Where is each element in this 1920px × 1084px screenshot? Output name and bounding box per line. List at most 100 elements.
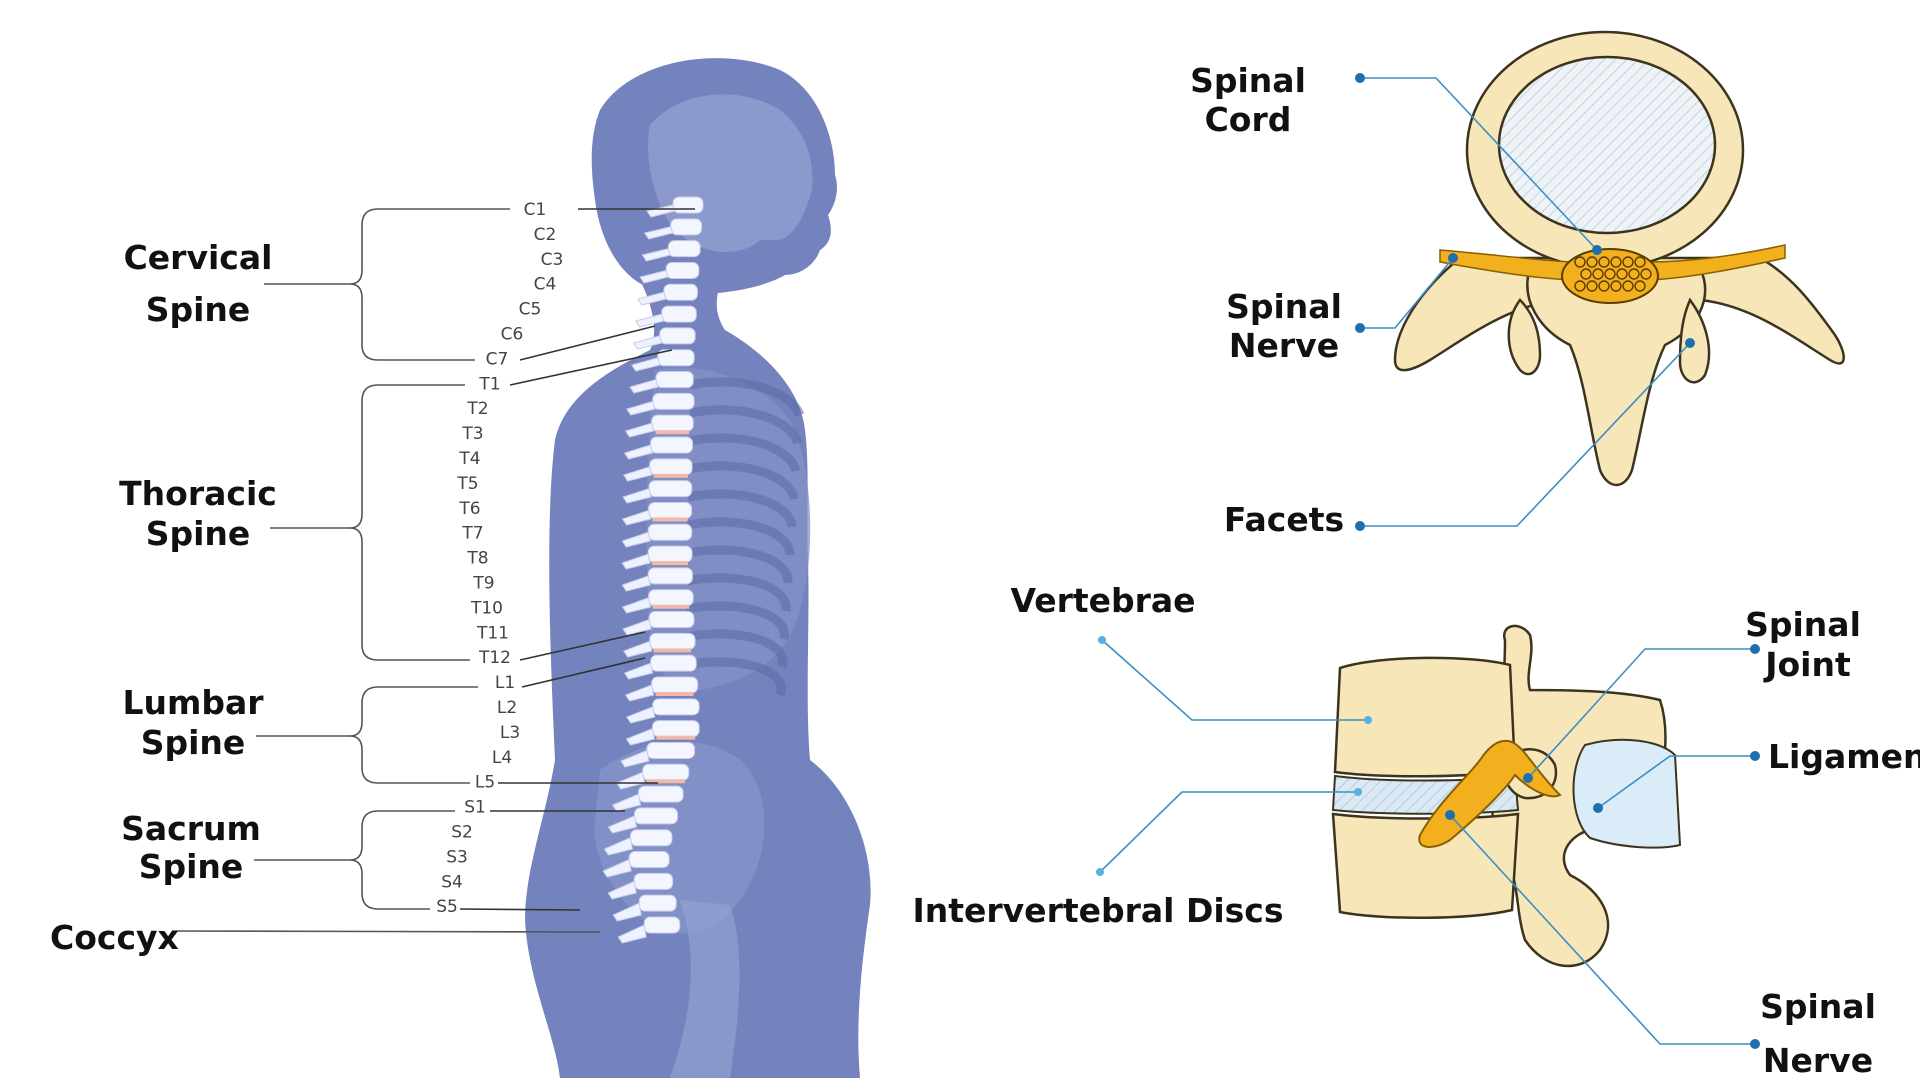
vertebra-label-l4: L4: [492, 748, 512, 768]
side-view-leaders: [1096, 636, 1760, 1049]
cord-fiber: [1604, 268, 1616, 280]
cord-fiber: [1622, 280, 1634, 292]
spinous-process: [630, 357, 661, 372]
spinous-process: [615, 771, 646, 790]
cord-fiber: [1586, 280, 1598, 292]
cervical-label-line2: Spine: [146, 290, 251, 329]
discs-leader: [1099, 791, 1358, 873]
vertebra-bone: [649, 632, 696, 650]
vertebrae-dot-right: [1364, 716, 1372, 724]
vertebra-bone: [642, 763, 690, 781]
spinous-process: [621, 553, 651, 570]
disc-highlight: [646, 779, 685, 784]
ligament-dot-left: [1593, 803, 1603, 813]
t12-leader: [519, 631, 646, 661]
rib: [684, 629, 788, 669]
lumbar-label-line1: Lumbar: [122, 683, 264, 722]
left-facet: [1507, 298, 1542, 376]
vertebra-bone: [648, 480, 693, 498]
disc-highlight: [653, 648, 692, 653]
vertebra-bone: [650, 654, 697, 672]
vertebra-bone: [651, 414, 694, 432]
vertebra-bone: [647, 567, 693, 585]
vertebra-bone: [647, 545, 693, 563]
region-labels: Cervical Spine Thoracic Spine Lumbar Spi…: [50, 238, 277, 957]
disc-highlight: [653, 473, 689, 478]
ligament-dot-right: [1750, 751, 1760, 761]
vertebra-bone: [646, 741, 696, 759]
facets-label: Facets: [1224, 500, 1344, 539]
vertebra-bone: [650, 436, 694, 454]
thoracic-label-line2: Spine: [146, 514, 251, 553]
spinal-nerve-side-dot-right: [1750, 1039, 1760, 1049]
lower-vertebral-body: [1331, 812, 1520, 919]
spinal-nerve-side-label-line2: Nerve: [1763, 1041, 1873, 1080]
spinous-process: [607, 815, 638, 834]
vertebra-labels: C1C2C3C4C5C6C7T1T2T3T4T5T6T7T8T9T10T11T1…: [436, 200, 563, 917]
vertebra-label-c2: C2: [534, 225, 557, 245]
vertebra-bone: [648, 589, 694, 607]
ligament-label: Ligament: [1768, 737, 1920, 776]
spinous-process: [612, 902, 642, 922]
spinous-process: [622, 618, 652, 636]
vertebrae-leader: [1101, 639, 1368, 721]
vertebra-bone: [651, 676, 699, 694]
vertebra-label-s3: S3: [446, 847, 468, 867]
spinous-process: [632, 335, 663, 350]
rib: [689, 377, 805, 418]
sacrum-label-line2: Spine: [139, 847, 244, 886]
cord-fiber: [1634, 256, 1646, 268]
spinous-process: [639, 269, 669, 284]
discs-dot-right: [1354, 788, 1362, 796]
spinal-joint-dot-right: [1750, 644, 1760, 654]
cord-fiber: [1628, 268, 1640, 280]
spinous-process: [602, 858, 632, 878]
rib: [688, 433, 801, 473]
vertebra-label-t6: T6: [458, 499, 480, 519]
spinous-process: [623, 662, 654, 680]
thoracic-bracket: [270, 384, 470, 661]
vertebra-label-c1: C1: [524, 200, 547, 220]
spinal-cord-dot-right: [1592, 245, 1602, 255]
spinous-process: [624, 422, 655, 438]
spinous-process: [626, 400, 656, 416]
spinal-nerve-top-dot-right: [1448, 253, 1458, 263]
vertebra-bone: [633, 807, 679, 825]
vertebra-bone: [628, 851, 670, 869]
spinous-process: [629, 378, 659, 394]
vertebra-label-t1: T1: [478, 374, 500, 394]
spinal-joint-label-line2: Joint: [1763, 645, 1851, 684]
cord-fiber: [1598, 256, 1610, 268]
facets-dot-right: [1685, 338, 1695, 348]
rib: [685, 573, 791, 612]
vertebrae-dot-left: [1098, 636, 1106, 644]
vertebra-label-c6: C6: [501, 325, 524, 345]
rib: [686, 545, 793, 584]
vertebrae-label: Vertebrae: [1010, 581, 1195, 620]
cord-fiber: [1574, 256, 1586, 268]
rib: [688, 405, 803, 445]
vertebra-bone: [629, 829, 673, 847]
vertebra-bone: [655, 371, 694, 389]
cervical-label-line1: Cervical: [124, 238, 273, 277]
rib: [687, 461, 799, 501]
vertebra-bone: [652, 392, 695, 410]
vertebra-label-t12: T12: [478, 648, 511, 668]
rib: [687, 489, 797, 529]
vertebra-label-s5: S5: [436, 897, 458, 917]
vertebra-label-l3: L3: [500, 723, 520, 743]
cord-fiber: [1616, 268, 1628, 280]
vertebra-bone: [672, 196, 704, 214]
vertebra-label-s4: S4: [441, 872, 463, 892]
spinal-cord-label-line1: Spinal: [1190, 61, 1306, 100]
vertebra-label-t3: T3: [461, 424, 483, 444]
spinous-process: [641, 248, 671, 262]
vertebra-bone: [661, 305, 697, 323]
ligament-region: [1572, 738, 1682, 849]
spinous-process: [621, 531, 651, 548]
vertebra-label-t5: T5: [456, 474, 478, 494]
vertebra-label-l1: L1: [495, 673, 515, 693]
coccyx-line: [171, 930, 601, 933]
top-view-leaders: [1355, 73, 1695, 531]
